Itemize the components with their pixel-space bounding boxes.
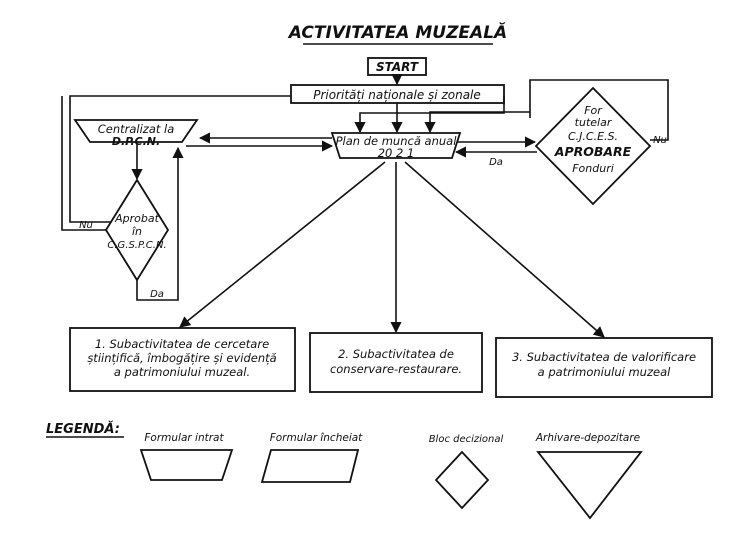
- sub2-line1: 2. Subactivitatea de: [338, 347, 454, 361]
- aprobat-line3: C.G.S.P.C.N.: [107, 240, 166, 251]
- sub2-line2: conservare-restaurare.: [330, 362, 462, 376]
- fonduri-line4: APROBARE: [554, 144, 632, 159]
- legend-bloc-decizional-label: Bloc decizional: [429, 434, 504, 445]
- legend-arhivare-shape: [536, 451, 643, 520]
- line-priorities-left: [69, 95, 291, 223]
- fonduri-line5: Fonduri: [572, 162, 614, 175]
- sub1-line2: științifică, îmbogățire și evidență: [87, 351, 276, 365]
- page-title: ACTIVITATEA MUZEALĂ: [287, 21, 507, 43]
- priorities-label: Priorități naționale și zonale: [313, 88, 481, 102]
- legend-formular-intrat-shape: [139, 449, 234, 481]
- legend-bloc-decizional-shape: [434, 450, 490, 510]
- start-label: START: [376, 60, 419, 74]
- label-da-left: Da: [150, 289, 164, 300]
- fonduri-line3: C.J.C.E.S.: [568, 130, 618, 143]
- legend-formular-intrat-label: Formular intrat: [144, 432, 224, 444]
- legend-formular-incheiat-label: Formular încheiat: [270, 432, 363, 444]
- sub1-box: [69, 327, 296, 392]
- line-aprobat-nu: [61, 96, 106, 231]
- line-aprobat-da: [136, 146, 184, 301]
- sub1-line3: a patrimoniului muzeal.: [114, 365, 250, 379]
- sub2-box: [309, 332, 483, 393]
- plan-line1: Plan de muncă anual: [336, 134, 458, 148]
- centralizat-line2: D.P.C.N.: [112, 135, 160, 148]
- plan-line2: 20 2 1: [378, 146, 415, 160]
- label-da-mid: Da: [489, 157, 503, 168]
- line-fonduri-to-plan: [424, 111, 530, 134]
- legend-formular-incheiat-shape: [260, 449, 360, 483]
- legend-title: LEGENDĂ:: [46, 421, 120, 437]
- centralizat-line1: Centralizat la: [98, 122, 175, 136]
- line-fonduri-top: [529, 79, 669, 141]
- aprobat-line1: Aprobat: [114, 212, 159, 225]
- arrow-plan-to-sub3: [404, 161, 605, 338]
- aprobat-line2: în: [132, 225, 142, 238]
- arrow-plan-to-sub1: [179, 161, 386, 328]
- fonduri-line1: For: [584, 104, 603, 117]
- plan-shape: [330, 132, 462, 159]
- sub3-line2: a patrimoniului muzeal: [538, 365, 671, 379]
- sub3-box: [495, 337, 713, 398]
- centralizat-shape: [73, 119, 199, 143]
- fonduri-decision: [534, 86, 652, 206]
- sub1-line1: 1. Subactivitatea de cercetare: [95, 337, 269, 351]
- sub3-line1: 3. Subactivitatea de valorificare: [512, 350, 696, 364]
- label-nu-left: Nu: [79, 220, 93, 231]
- fonduri-line2: tutelar: [575, 116, 613, 129]
- label-nu-right: Nu: [653, 135, 667, 146]
- line-priorities-right-down: [354, 96, 505, 134]
- legend-arhivare-label: Arhivare-depozitare: [535, 432, 640, 444]
